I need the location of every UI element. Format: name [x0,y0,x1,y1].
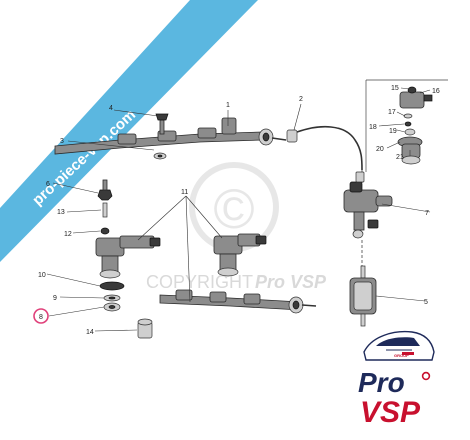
stud-13 [102,202,108,218]
car-icon: GROUP [363,330,435,361]
detail-inset [365,79,448,172]
banner-shape [0,0,258,262]
part-label-10: 10 [38,272,46,279]
logo-vsp: VSP [360,396,421,429]
part-label-3: 3 [60,138,64,145]
part-label-1: 1 [226,102,230,109]
part-label-18: 18 [369,124,377,131]
part-label-11: 11 [181,189,188,196]
injector-left [95,235,161,279]
copyright-text: COPYRIGHT [146,272,253,292]
copyright-symbol: © [213,177,254,240]
watermark-brand: Pro VSP [255,272,327,292]
highlight-ring [33,308,49,324]
logo-pro: Pro [358,367,405,398]
sleeve-14 [137,318,153,339]
injector-right [213,233,267,277]
logo-registered-mark [421,371,431,381]
part-label-9: 9 [53,295,57,302]
bolt-4 [155,113,169,135]
provsp-logo: GROUP Pro VSP [358,330,435,429]
part-label-15: 15 [391,85,399,92]
fuel-rail-lower [159,289,317,314]
washer-12 [100,227,110,235]
part-label-14: 14 [86,329,94,336]
part-label-16: 16 [432,88,440,95]
part-label-13: 13 [57,209,65,216]
part-label-20: 20 [376,146,384,153]
part-label-21: 21 [396,154,404,161]
part-label-2: 2 [299,96,303,103]
part-label-6: 6 [46,181,50,188]
nut-6 [97,179,113,201]
part-label-19: 19 [389,128,397,135]
part-labels: 1 2 3 4 5 6 7 8 9 10 11 12 13 14 15 16 1… [38,85,440,336]
part-label-4: 4 [109,105,113,112]
leader-lines [46,87,431,332]
part-label-17: 17 [388,109,396,116]
part-label-12: 12 [64,231,72,238]
logo-group: GROUP [394,353,409,358]
pressure-regulator-7 [343,171,393,239]
hose-connector-2 [286,125,363,171]
part-label-7: 7 [425,210,429,217]
fuel-filter-5 [349,265,377,327]
part-label-5: 5 [424,299,428,306]
part-label-8: 8 [39,314,43,321]
seal-10 [99,281,125,291]
